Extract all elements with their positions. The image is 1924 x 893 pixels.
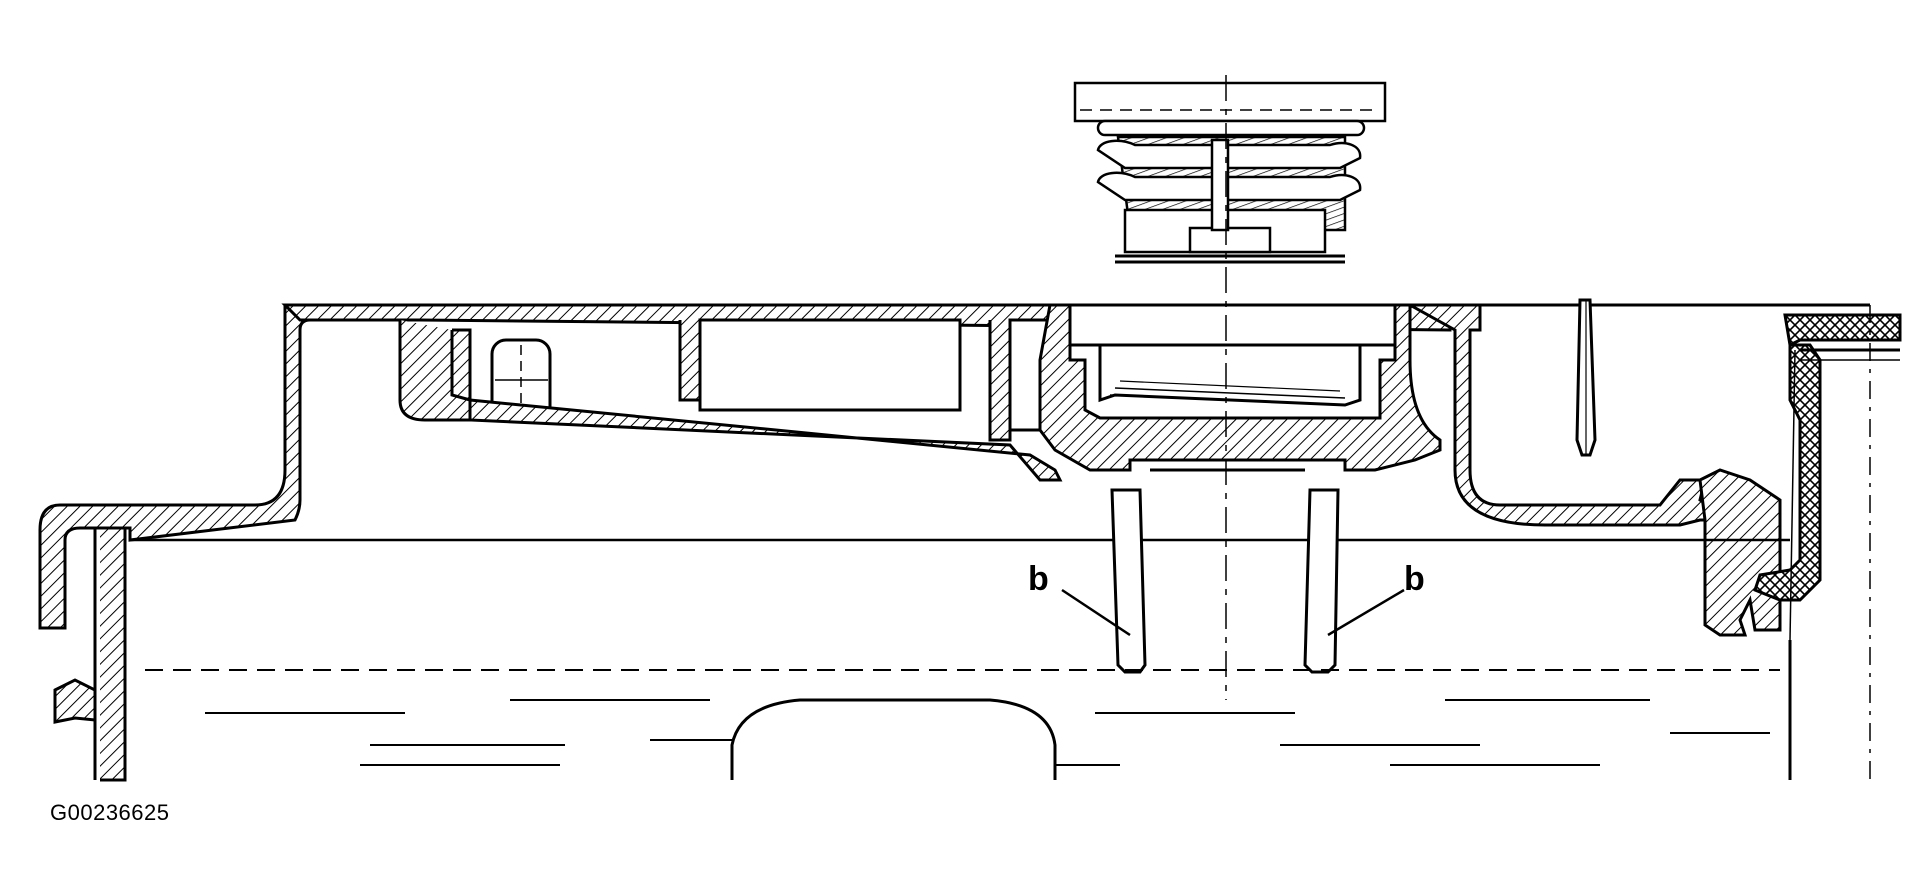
filler-cap [1073, 81, 1387, 264]
leader-line-left [1061, 588, 1131, 637]
leader-line-right [1327, 588, 1405, 637]
left-pocket [398, 320, 472, 422]
fluid-level [145, 669, 1780, 766]
float-chamber-arch [730, 698, 1057, 780]
callout-label-right: b [1404, 560, 1425, 598]
filler-neck-left [1038, 303, 1442, 472]
cap-seal-ring [1096, 119, 1366, 137]
baffle-tube-left [1110, 488, 1147, 674]
seal-flange [1783, 313, 1902, 348]
cap-top-plate [1073, 81, 1387, 123]
callout-leaders [1061, 588, 1405, 637]
sloped-baffle [468, 398, 1063, 482]
cap-valve-nut [1188, 226, 1272, 254]
housing-right-wall [1698, 468, 1782, 637]
baffle-tubes [1110, 468, 1340, 674]
callout-label-left: b [1028, 560, 1049, 598]
cap-stem [1210, 138, 1230, 232]
housing-left-wall [38, 303, 402, 630]
figure-id-label: G00236625 [50, 800, 170, 825]
baffle-tube-right [1303, 488, 1340, 674]
left-latch [53, 678, 97, 724]
tank-housing [38, 298, 1902, 782]
